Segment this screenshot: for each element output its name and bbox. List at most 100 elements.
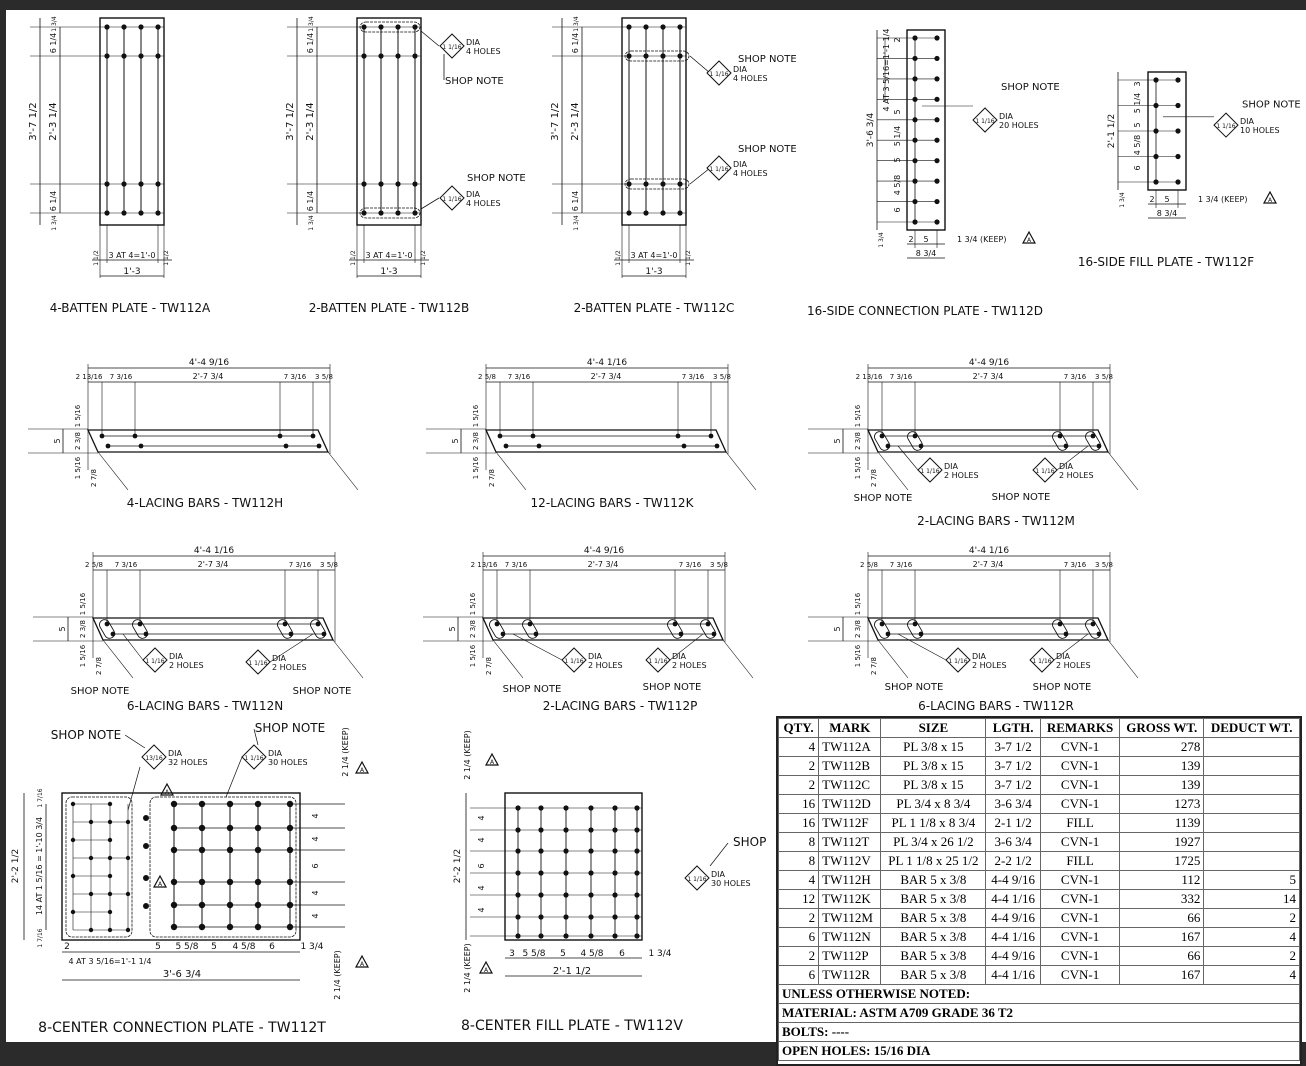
shop-note: SHOP NOTE	[885, 682, 944, 693]
table-cell: TW112T	[818, 832, 882, 852]
leader-line	[877, 451, 909, 491]
table-cell	[1203, 775, 1300, 795]
bolt-hole	[316, 443, 322, 449]
bolt-hole	[503, 443, 509, 449]
drawing-title: 8-CENTER CONNECTION PLATE - TW112T	[38, 1020, 326, 1036]
leader-line	[709, 842, 729, 867]
bolt-hole	[588, 933, 594, 939]
hole-size-diamond-icon	[142, 647, 168, 673]
dimension-label: 2 5/8	[85, 561, 103, 569]
dimension-label: 2 7/8	[95, 657, 103, 675]
hole-count-label: 2 HOLES	[672, 661, 707, 670]
table-cell: 4	[1203, 965, 1300, 985]
dimension-label: 7 3/16	[289, 561, 312, 569]
dimension-label: 1 3/4	[573, 215, 580, 231]
table-cell: FILL	[1039, 813, 1121, 833]
revision-cloud	[624, 178, 690, 190]
table-cell	[1203, 794, 1300, 814]
slotted-hole	[667, 619, 683, 639]
revision-label: A	[360, 767, 365, 774]
bolt-hole	[626, 53, 632, 59]
bolt-hole	[681, 443, 687, 449]
bolt-hole	[170, 824, 178, 832]
revision-cloud	[359, 21, 421, 33]
dimension-label: 7 3/16	[505, 561, 528, 569]
hole-count-label: 2 HOLES	[972, 661, 1007, 670]
bolt-hole	[198, 824, 206, 832]
dimension-label: 2'-7 3/4	[193, 372, 224, 381]
bolt-hole	[155, 24, 161, 30]
leader-line	[1053, 633, 1089, 661]
bolt-hole	[198, 901, 206, 909]
bolt-hole	[588, 892, 594, 898]
dimension-label: 4'-4 1/16	[969, 546, 1010, 556]
leader-line	[1056, 445, 1089, 471]
table-cell: PL 3/4 x 26 1/2	[880, 832, 987, 852]
bolt-hole	[395, 181, 401, 187]
bolt-hole	[634, 892, 640, 898]
column-header: DEDUCT WT.	[1203, 718, 1300, 738]
revision-triangle-icon	[1021, 230, 1037, 244]
dimension-label: 2'-3 1/4	[48, 102, 59, 140]
bolt-hole	[634, 914, 640, 920]
bolt-hole	[170, 878, 178, 886]
dimension-label: 2	[64, 942, 70, 952]
bolt-hole	[634, 933, 640, 939]
bolt-hole	[538, 892, 544, 898]
shop-note: SHOP NOTE	[643, 682, 702, 693]
bolt-hole	[395, 24, 401, 30]
dimension-label: 1 5/16	[79, 644, 87, 667]
dimension-label: 4 5/8	[893, 175, 902, 196]
leader-line	[102, 639, 134, 679]
dimension-label: 1 3/4	[1119, 192, 1126, 208]
dimension-label: 7 3/16	[890, 561, 913, 569]
bolt-hole	[286, 901, 294, 909]
shop-note: SHOP NOTE	[1242, 99, 1301, 110]
dimension-label: 6	[311, 863, 320, 868]
hole-size-diamond-icon	[917, 457, 943, 483]
table-cell: PL 3/8 x 15	[880, 775, 987, 795]
bolt-hole	[254, 923, 262, 931]
table-cell: TW112H	[818, 870, 882, 890]
dimension-label: 2'-7 3/4	[198, 560, 229, 569]
table-cell: 12	[777, 889, 820, 909]
slotted-hole	[489, 619, 505, 639]
dimension-label: 3'-7 1/2	[28, 102, 39, 140]
hole-count-label: 4 HOLES	[466, 199, 501, 208]
bolt-hole	[563, 892, 569, 898]
lacing-bar-outline	[86, 429, 330, 453]
table-cell: 167	[1119, 965, 1205, 985]
plate-outline	[356, 17, 422, 226]
table-cell: FILL	[1039, 851, 1121, 871]
table-cell: CVN-1	[1039, 927, 1121, 947]
bolt-hole	[563, 827, 569, 833]
dimension-label: 5 5/8	[175, 942, 198, 952]
revision-cloud	[624, 50, 690, 62]
table-cell: 278	[1119, 737, 1205, 757]
hole-size-diamond-icon	[439, 33, 465, 59]
dimension-label: 2'-1 1/2	[1107, 114, 1117, 149]
bolt-hole	[412, 181, 418, 187]
bolt-hole	[588, 827, 594, 833]
dimension-label: 2	[893, 37, 902, 42]
revision-cloud	[149, 796, 297, 938]
table-cell: 5	[1203, 870, 1300, 890]
slotted-hole	[1085, 619, 1101, 639]
dimension-label: 2 7/8	[488, 469, 496, 487]
bolt-hole	[660, 210, 666, 216]
hole-size-diamond-icon	[1029, 647, 1055, 673]
dimension-label: 2 13/16	[856, 373, 883, 381]
dimension-label: 2	[1149, 195, 1154, 204]
table-cell: TW112B	[818, 756, 882, 776]
bolt-hole	[226, 878, 234, 886]
dimension-label: 1 5/16	[79, 592, 87, 615]
dimension-label: 1 7/16	[37, 928, 44, 947]
drawing-title: 6-LACING BARS - TW112N	[127, 699, 283, 713]
slotted-hole	[1052, 431, 1068, 451]
slotted-hole	[1052, 619, 1068, 639]
dimension-label: 3 AT 4=1'-0	[109, 251, 156, 260]
table-cell: 2	[777, 946, 820, 966]
